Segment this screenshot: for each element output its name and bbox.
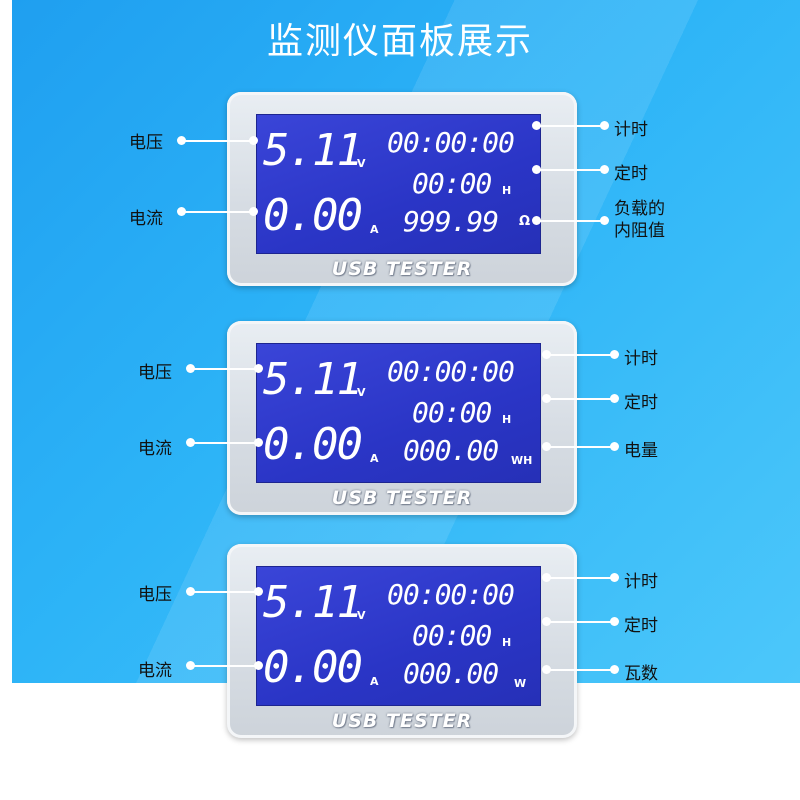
resistance-reading: 999.99 — [403, 205, 499, 238]
brand-label: USB TESTER — [331, 710, 473, 732]
voltage-unit: V — [357, 609, 366, 622]
callout-dot — [610, 394, 619, 403]
current-reading: 0.00 — [263, 419, 363, 470]
callout-line — [181, 140, 253, 142]
callout-line — [546, 669, 616, 671]
callout-dot — [254, 661, 263, 670]
voltage-reading: 5.11 — [263, 354, 363, 405]
timer-callout-label: 计时 — [624, 349, 658, 369]
schedule-callout-label: 定时 — [614, 164, 648, 184]
schedule-callout-label: 定时 — [624, 393, 658, 413]
energy-reading: 000.00 — [403, 434, 499, 467]
callout-dot — [254, 438, 263, 447]
current-callout-label: 电流 — [129, 209, 163, 229]
current-reading: 0.00 — [263, 642, 363, 693]
callout-dot — [610, 350, 619, 359]
schedule-unit: H — [502, 636, 512, 649]
callout-dot — [610, 442, 619, 451]
power-callout-label: 瓦数 — [624, 664, 658, 684]
voltage-unit: V — [357, 157, 366, 170]
resistance-callout-label-line2: 内阻值 — [614, 221, 665, 241]
callout-line — [546, 577, 616, 579]
current-callout-label: 电流 — [138, 439, 172, 459]
callout-line — [190, 442, 258, 444]
lcd-screen: 5.11 V 0.00 A 00:00:00 00:00 H 999.99 Ω — [256, 114, 541, 254]
callout-line — [190, 665, 258, 667]
lcd-screen: 5.11 V 0.00 A 00:00:00 00:00 H 000.00 W — [256, 566, 541, 706]
callout-dot — [249, 207, 258, 216]
callout-dot — [610, 617, 619, 626]
timer-reading: 00:00:00 — [387, 578, 515, 611]
callout-line — [546, 398, 616, 400]
power-reading: 000.00 — [403, 657, 499, 690]
callout-dot — [254, 587, 263, 596]
callout-dot — [610, 573, 619, 582]
lcd-screen: 5.11 V 0.00 A 00:00:00 00:00 H 000.00 WH — [256, 343, 541, 483]
voltage-reading: 5.11 — [263, 125, 363, 176]
callout-line — [190, 368, 258, 370]
callout-line — [190, 591, 258, 593]
current-unit: A — [370, 675, 379, 688]
energy-callout-label: 电量 — [624, 441, 658, 461]
voltage-callout-label: 电压 — [138, 363, 172, 383]
schedule-unit: H — [502, 184, 512, 197]
current-unit: A — [370, 223, 379, 236]
callout-dot — [254, 364, 263, 373]
schedule-reading: 00:00 — [412, 619, 492, 652]
callout-dot — [610, 665, 619, 674]
device-panel-2: 5.11 V 0.00 A 00:00:00 00:00 H 000.00 WH… — [227, 321, 577, 515]
brand-label: USB TESTER — [331, 258, 473, 280]
voltage-callout-label: 电压 — [129, 133, 163, 153]
voltage-callout-label: 电压 — [138, 585, 172, 605]
callout-line — [536, 220, 606, 222]
callout-line — [546, 354, 616, 356]
callout-dot — [600, 165, 609, 174]
current-callout-label: 电流 — [138, 661, 172, 681]
page-title: 监测仪面板展示 — [266, 21, 533, 62]
timer-reading: 00:00:00 — [387, 126, 515, 159]
callout-dot — [600, 121, 609, 130]
callout-dot — [600, 216, 609, 225]
callout-line — [536, 169, 606, 171]
voltage-unit: V — [357, 386, 366, 399]
voltage-reading: 5.11 — [263, 577, 363, 628]
current-reading: 0.00 — [263, 190, 363, 241]
callout-line — [181, 211, 253, 213]
device-panel-1: 5.11 V 0.00 A 00:00:00 00:00 H 999.99 Ω … — [227, 92, 577, 286]
schedule-reading: 00:00 — [412, 396, 492, 429]
current-unit: A — [370, 452, 379, 465]
schedule-unit: H — [502, 413, 512, 426]
callout-dot — [249, 136, 258, 145]
ohm-unit: Ω — [519, 214, 531, 229]
resistance-callout-label-line1: 负载的 — [614, 199, 665, 219]
timer-reading: 00:00:00 — [387, 355, 515, 388]
timer-callout-label: 计时 — [614, 120, 648, 140]
brand-label: USB TESTER — [331, 487, 473, 509]
callout-line — [546, 446, 616, 448]
device-panel-3: 5.11 V 0.00 A 00:00:00 00:00 H 000.00 W … — [227, 544, 577, 738]
energy-unit: WH — [511, 454, 533, 467]
schedule-callout-label: 定时 — [624, 616, 658, 636]
callout-line — [536, 125, 606, 127]
timer-callout-label: 计时 — [624, 572, 658, 592]
callout-line — [546, 621, 616, 623]
power-unit: W — [514, 677, 527, 690]
schedule-reading: 00:00 — [412, 167, 492, 200]
